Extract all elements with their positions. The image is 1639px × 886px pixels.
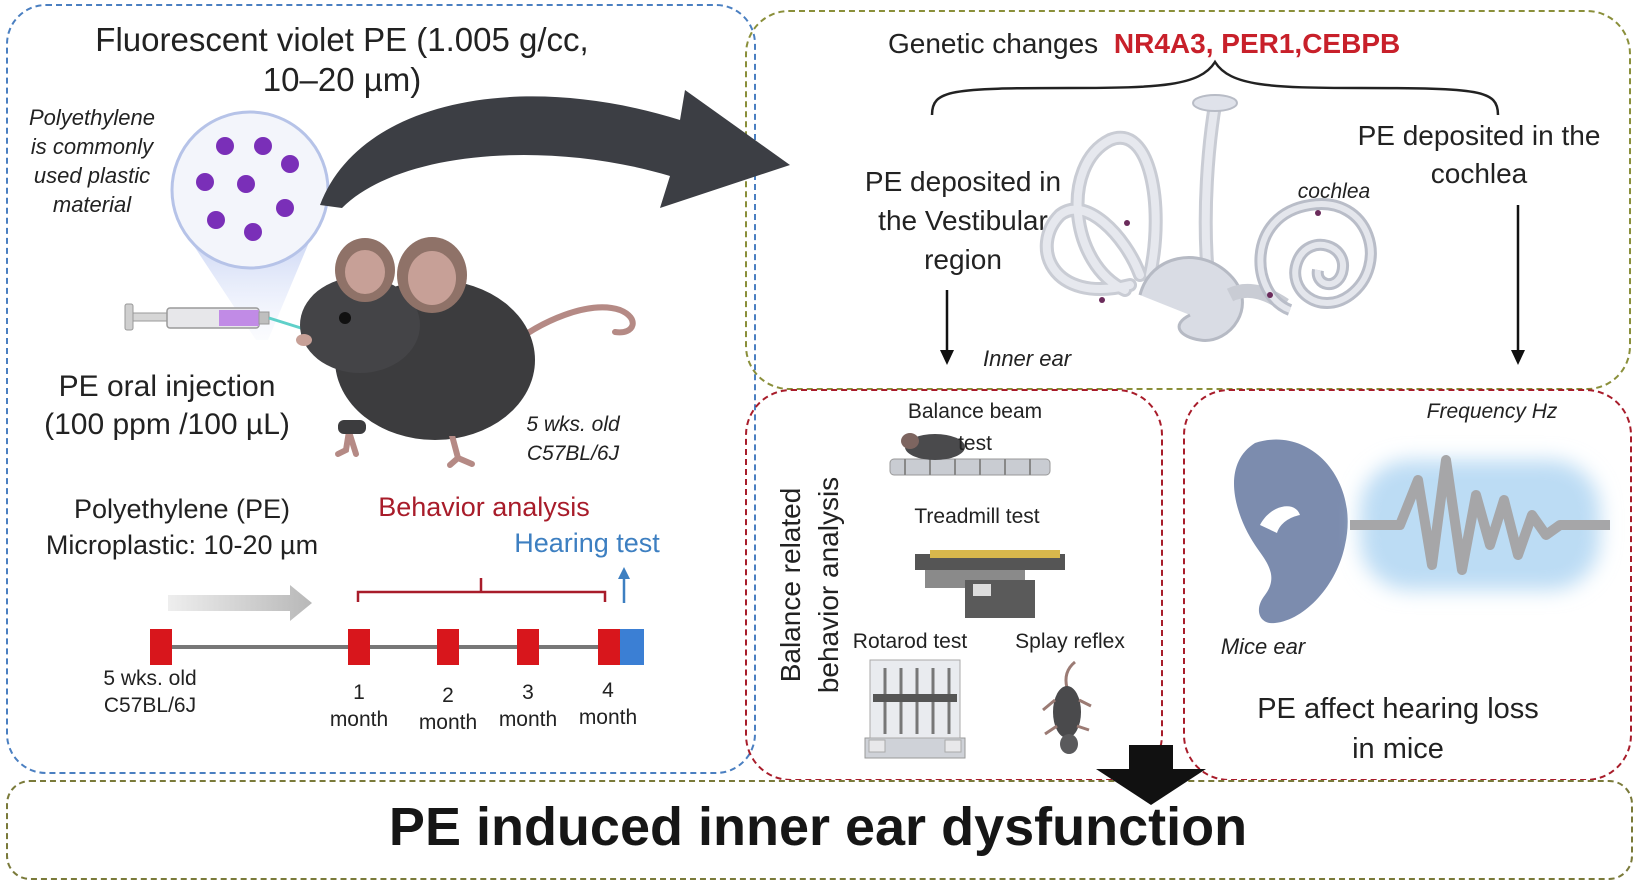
splay-reflex-label: Splay reflex xyxy=(1015,630,1125,653)
timeline-m1-unit: month xyxy=(329,708,389,731)
treadmill-icon xyxy=(915,550,1065,618)
timeline-m4-unit: month xyxy=(578,706,638,729)
vestibular-line1: PE deposited in xyxy=(864,166,1062,197)
pe-line1: Polyethylene (PE) xyxy=(73,494,291,524)
injection-line1: PE oral injection xyxy=(58,370,276,403)
frequency-label: Frequency Hz xyxy=(1426,400,1558,423)
balance-behavior-vertical-label: Balance related behavior analysis xyxy=(772,477,848,693)
pe-note-line3: used plastic xyxy=(33,163,151,188)
balance-test-label: test xyxy=(958,432,992,455)
genetic-changes-label: Genetic changes xyxy=(888,28,1099,59)
balance-vertical-line2: behavior analysis xyxy=(813,476,844,694)
pe-exposure-panel xyxy=(6,4,756,774)
timeline-m1-num: 1 xyxy=(353,681,365,704)
pe-note-line2: is commonly xyxy=(30,134,154,159)
cochlea-deposit-line2: cochlea xyxy=(1430,158,1528,189)
balance-vertical-line1: Balance related xyxy=(775,487,807,683)
inner-ear-panel xyxy=(745,10,1631,390)
splay-mouse-icon xyxy=(1042,660,1092,754)
flow-arrow-icon xyxy=(320,90,790,208)
ear-icon xyxy=(1234,439,1348,624)
behavior-analysis-label: Behavior analysis xyxy=(378,492,590,522)
treadmill-label: Treadmill test xyxy=(914,505,1040,528)
vestibular-line3: region xyxy=(924,244,1002,275)
conclusion-box xyxy=(6,780,1633,880)
hearing-test-label: Hearing test xyxy=(514,528,660,558)
mouse-age-line2: C57BL/6J xyxy=(526,442,620,465)
timeline-m2-unit: month xyxy=(418,711,478,734)
vestibular-line2: the Vestibular xyxy=(878,205,1048,236)
cochlea-deposit-line1: PE deposited in the xyxy=(1357,120,1601,151)
pe-line2: Microplastic: 10-20 µm xyxy=(45,530,319,560)
pe-note-line4: material xyxy=(52,192,132,217)
timeline-start-line2: C57BL/6J xyxy=(103,694,197,717)
microplastic-particles-icon xyxy=(170,110,330,340)
syringe-icon xyxy=(124,303,321,336)
timeline xyxy=(150,567,644,665)
gene-list: NR4A3, PER1,CEBPB xyxy=(1113,28,1401,59)
hearing-loss-line1: PE affect hearing loss xyxy=(1257,693,1539,725)
injection-line2: (100 ppm /100 µL) xyxy=(44,408,290,441)
balance-beam-icon xyxy=(889,433,1051,476)
rotarod-label: Rotarod test xyxy=(852,630,968,653)
mouse-illustration xyxy=(296,237,636,468)
balance-beam-label: Balance beam xyxy=(907,400,1043,423)
down-arrows xyxy=(940,205,1525,365)
brace-icon xyxy=(930,59,1500,116)
mice-ear-label: Mice ear xyxy=(1220,634,1306,659)
title-line1: Fluorescent violet PE (1.005 g/cc, xyxy=(95,21,589,58)
conclusion-text: PE induced inner ear dysfunction xyxy=(388,797,1248,857)
title-line2: 10–20 µm) xyxy=(262,61,422,98)
genetic-changes-heading: Genetic changes NR4A3, PER1,CEBPB xyxy=(888,28,1400,59)
inner-ear-label: Inner ear xyxy=(982,346,1072,371)
timeline-m4-num: 4 xyxy=(602,679,614,702)
timeline-m3-unit: month xyxy=(498,708,558,731)
pe-note-line1: Polyethylene xyxy=(29,105,155,130)
hearing-loss-line2: in mice xyxy=(1352,733,1444,765)
cochlea-label: cochlea xyxy=(1297,180,1371,203)
rotarod-icon xyxy=(864,659,966,759)
timeline-start-line1: 5 wks. old xyxy=(103,667,197,690)
mouse-age-line1: 5 wks. old xyxy=(526,413,620,436)
sound-wave-icon xyxy=(1350,455,1610,590)
timeline-m3-num: 3 xyxy=(522,681,534,704)
timeline-m2-num: 2 xyxy=(442,684,454,707)
inner-ear-illustration xyxy=(1039,94,1377,342)
down-arrow-icon xyxy=(1096,745,1206,805)
